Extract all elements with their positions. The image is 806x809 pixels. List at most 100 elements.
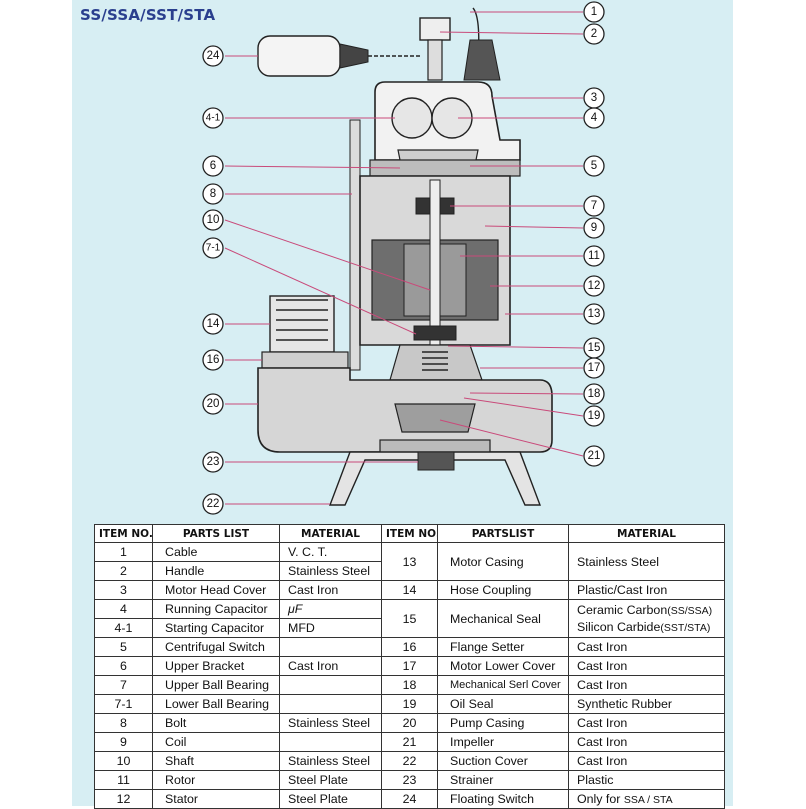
lower-ball-bearing — [413, 325, 457, 341]
svg-text:20: 20 — [207, 398, 220, 410]
svg-text:3: 3 — [591, 92, 597, 104]
svg-text:21: 21 — [588, 450, 601, 462]
svg-text:14: 14 — [207, 318, 220, 330]
header-material: MATERIAL — [279, 524, 382, 543]
callout-23: 23 — [202, 451, 224, 473]
callout-13: 13 — [583, 303, 605, 325]
callout-10: 10 — [202, 209, 224, 231]
handle-stem — [427, 39, 443, 81]
callout-9: 9 — [583, 217, 605, 239]
svg-text:22: 22 — [207, 498, 220, 510]
leader-2 — [439, 31, 584, 35]
callout-7-1: 7-1 — [202, 237, 224, 259]
motor-lower-cover — [389, 344, 483, 381]
table-header-row: ITEM NO. PARTS LIST MATERIAL ITEM NO. PA… — [94, 524, 725, 543]
leader-6 — [224, 165, 401, 169]
float-switch-neck — [339, 43, 369, 69]
svg-text:15: 15 — [588, 342, 601, 354]
leader-21 — [439, 419, 584, 457]
callouts-right: 1 2 3 4 5 7 9 11 12 13 15 17 18 19 21 — [583, 1, 605, 467]
leader-lines — [224, 11, 584, 505]
callout-20: 20 — [202, 393, 224, 415]
callout-2: 2 — [583, 23, 605, 45]
svg-text:4-1: 4-1 — [206, 113, 221, 124]
svg-text:4: 4 — [591, 112, 598, 124]
svg-text:9: 9 — [591, 222, 597, 234]
callout-19: 19 — [583, 405, 605, 427]
model-title: SS/SSA/SST/STA — [80, 6, 216, 24]
svg-text:17: 17 — [588, 362, 601, 374]
leader-10 — [224, 219, 431, 291]
callout-11: 11 — [583, 245, 605, 267]
pump-drawing — [257, 7, 553, 506]
header-item-no-2: ITEM NO. — [381, 524, 438, 543]
callout-8: 8 — [202, 183, 224, 205]
svg-text:24: 24 — [207, 50, 220, 62]
callout-6: 6 — [202, 155, 224, 177]
flange-setter — [261, 351, 349, 369]
svg-text:5: 5 — [591, 160, 597, 172]
svg-text:8: 8 — [210, 188, 216, 200]
leader-7-1 — [224, 247, 417, 335]
pump-cross-section-diagram: 1 2 3 4 5 7 9 11 12 13 15 17 18 19 21 24… — [202, 1, 605, 515]
impeller — [394, 403, 476, 433]
header-item-no: ITEM NO. — [94, 524, 153, 543]
hose-coupling-ribs — [276, 299, 328, 341]
svg-text:2: 2 — [591, 28, 597, 40]
cable-gland — [463, 39, 501, 81]
callout-4: 4 — [583, 107, 605, 129]
leader-19 — [463, 397, 584, 417]
callout-5: 5 — [583, 155, 605, 177]
leader-18 — [469, 392, 584, 395]
svg-text:13: 13 — [588, 308, 601, 320]
callout-3: 3 — [583, 87, 605, 109]
parts-table: ITEM NO. PARTS LIST MATERIAL ITEM NO. PA… — [94, 524, 725, 809]
svg-text:10: 10 — [207, 214, 220, 226]
svg-text:7-1: 7-1 — [206, 243, 221, 254]
callout-15: 15 — [583, 337, 605, 359]
callout-18: 18 — [583, 383, 605, 405]
svg-text:11: 11 — [588, 250, 600, 262]
svg-text:18: 18 — [588, 388, 601, 400]
callout-22: 22 — [202, 493, 224, 515]
callout-17: 17 — [583, 357, 605, 379]
callout-12: 12 — [583, 275, 605, 297]
hose-coupling — [269, 295, 335, 353]
callout-16: 16 — [202, 349, 224, 371]
callout-4-1: 4-1 — [202, 107, 224, 129]
svg-text:1: 1 — [591, 6, 597, 18]
leader-9 — [484, 225, 584, 229]
strainer — [328, 451, 542, 506]
handle — [419, 17, 451, 41]
callout-14: 14 — [202, 313, 224, 335]
callout-1: 1 — [583, 1, 605, 23]
strainer-inlet — [417, 451, 455, 471]
svg-text:12: 12 — [588, 280, 601, 292]
svg-text:16: 16 — [207, 354, 220, 366]
svg-text:7: 7 — [591, 200, 597, 212]
float-switch-body — [257, 35, 341, 77]
header-material-2: MATERIAL — [568, 524, 725, 543]
svg-text:23: 23 — [207, 456, 220, 468]
mechanical-seal — [422, 351, 448, 371]
starting-capacitor — [391, 97, 433, 139]
header-parts-list: PARTS LIST — [152, 524, 280, 543]
bolt — [349, 119, 361, 371]
callout-24: 24 — [202, 45, 224, 67]
callout-7: 7 — [583, 195, 605, 217]
svg-text:19: 19 — [588, 410, 601, 422]
callouts-left: 24 4-1 6 8 10 7-1 14 16 20 23 22 — [202, 45, 224, 515]
